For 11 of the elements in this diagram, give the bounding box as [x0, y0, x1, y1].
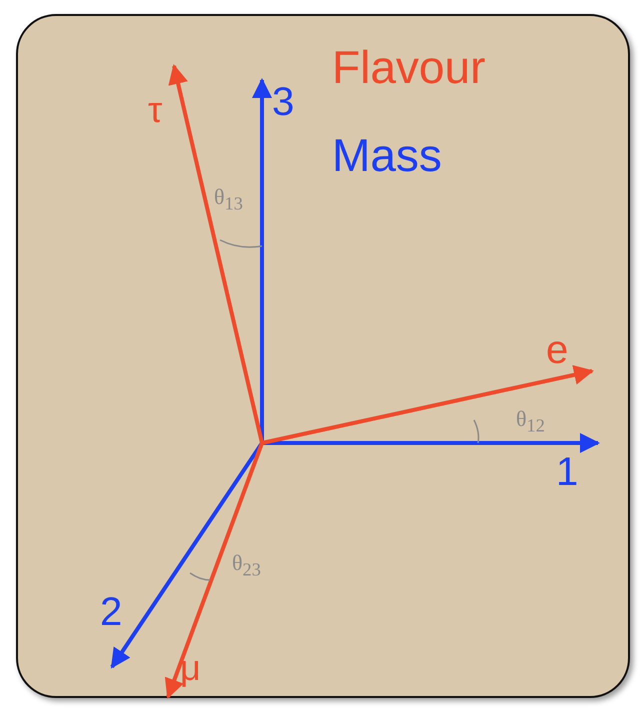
legend-entry: Flavour	[332, 44, 486, 90]
axis-label: 2	[100, 592, 122, 632]
legend-entry: Mass	[332, 132, 442, 178]
axis-label: 3	[272, 82, 294, 122]
axis-label: μ	[180, 650, 201, 686]
axis-label: 1	[556, 452, 578, 492]
angle-label: θ$_{12}$	[516, 408, 545, 435]
angle-label: θ$_{23}$	[232, 552, 261, 579]
axis-label: e	[546, 330, 568, 370]
axis-label: τ	[148, 92, 162, 128]
angle-label: θ$_{13}$	[214, 186, 243, 213]
